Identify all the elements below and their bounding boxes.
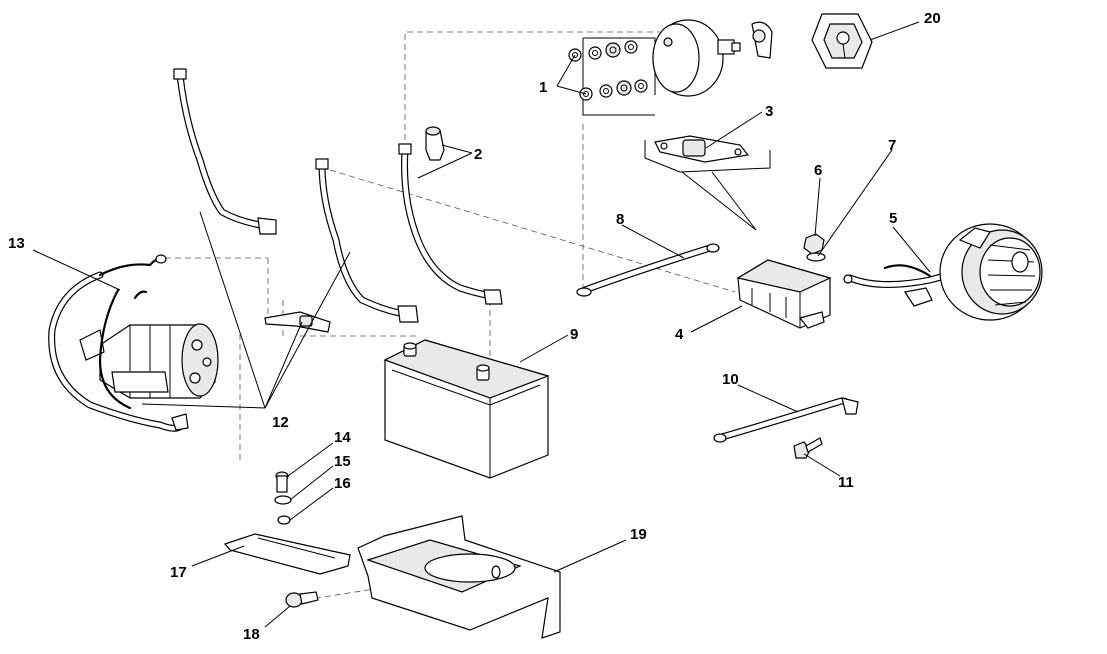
leader-lines: [32, 21, 931, 628]
callout-9: 9: [570, 326, 578, 343]
hex-bolt-ground: [793, 437, 823, 459]
callout-12: 12: [272, 414, 289, 431]
callout-8: 8: [616, 211, 624, 228]
callout-19: 19: [630, 526, 647, 543]
starter-battery-cable: [173, 68, 277, 235]
bolt-washer-stack: [274, 471, 292, 525]
callout-10: 10: [722, 371, 739, 388]
callout-15: 15: [334, 453, 351, 470]
nut-and-washer: [803, 233, 826, 262]
callout-16: 16: [334, 475, 351, 492]
callout-2: 2: [474, 146, 482, 163]
callout-5: 5: [889, 210, 897, 227]
ground-strap-cable: [713, 397, 859, 443]
callout-13: 13: [8, 235, 25, 252]
tray-screw: [285, 591, 319, 608]
washer-nut-set: [568, 37, 656, 116]
callout-7: 7: [888, 137, 896, 154]
starter-harness: [48, 254, 189, 432]
callout-6: 6: [814, 162, 822, 179]
callout-20: 20: [924, 10, 941, 27]
callout-labels: 1 2 3 4 5 6 7 8 9 10 11 12 13 14 15 16 1…: [8, 10, 941, 643]
battery: [383, 339, 550, 479]
positive-battery-cable: [398, 126, 503, 305]
starter-motor: [79, 323, 219, 399]
callout-14: 14: [334, 429, 351, 446]
support-bracket: [223, 533, 351, 575]
fuse-link: [644, 135, 771, 231]
callout-4: 4: [675, 326, 684, 343]
callout-11: 11: [838, 474, 854, 491]
cable-bracket: [264, 311, 331, 333]
fuse-box: [736, 259, 832, 329]
callout-18: 18: [243, 626, 260, 643]
callout-17: 17: [170, 564, 187, 581]
callout-1: 1: [539, 79, 547, 96]
callout-3: 3: [765, 103, 773, 120]
solenoid-housing: [652, 19, 773, 97]
alternator: [939, 223, 1043, 321]
terminal-cover-cap: [811, 13, 873, 69]
short-battery-cable: [576, 243, 720, 297]
negative-battery-cable: [315, 158, 419, 323]
battery-tray: [357, 515, 561, 639]
dashed-reference-lines: [165, 31, 736, 601]
